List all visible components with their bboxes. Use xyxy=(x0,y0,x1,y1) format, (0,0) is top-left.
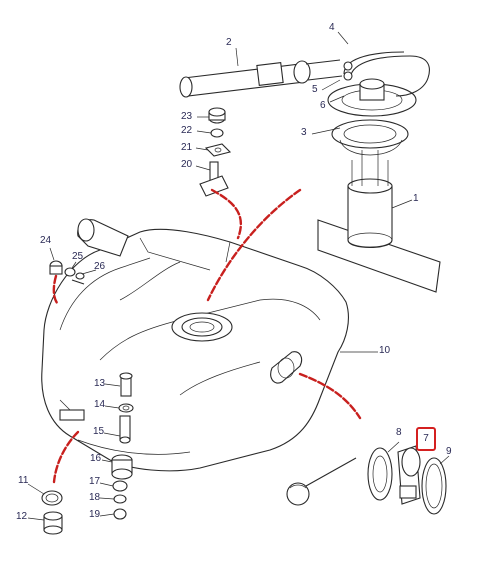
callout-17: 17 xyxy=(89,476,101,487)
callout-13: 13 xyxy=(94,378,106,389)
callout-24: 24 xyxy=(40,235,52,246)
callout-22: 22 xyxy=(181,125,193,136)
callout-10: 10 xyxy=(379,345,391,356)
callout-16: 16 xyxy=(90,453,102,464)
callout-3: 3 xyxy=(301,127,307,138)
callout-12: 12 xyxy=(16,511,28,522)
fuel-level-sender xyxy=(286,445,447,515)
callout-26: 26 xyxy=(94,261,106,272)
mounting-hardware-lower xyxy=(111,372,134,480)
callout-19: 19 xyxy=(89,509,101,520)
fuel-tank xyxy=(41,218,349,472)
callout-20: 20 xyxy=(181,159,193,170)
callout-5: 5 xyxy=(312,84,318,95)
callout-25: 25 xyxy=(72,251,84,262)
callout-7: 7 xyxy=(423,433,429,444)
drain-plug xyxy=(41,490,63,535)
fuel-pump-assembly xyxy=(317,51,441,293)
relation-lines xyxy=(52,188,362,484)
callout-1: 1 xyxy=(413,193,419,204)
drain-hardware xyxy=(112,480,128,520)
mounting-hardware-upper xyxy=(199,107,232,197)
callout-11: 11 xyxy=(18,475,29,486)
callout-18: 18 xyxy=(89,492,101,503)
fuel-hose xyxy=(179,59,343,98)
callout-2: 2 xyxy=(226,37,232,48)
callout-15: 15 xyxy=(93,426,105,437)
callout-9: 9 xyxy=(446,446,452,457)
callout-6: 6 xyxy=(320,100,326,111)
callout-8: 8 xyxy=(396,427,402,438)
callout-14: 14 xyxy=(94,399,106,410)
highlighted-callout-7[interactable]: 7 xyxy=(416,427,436,451)
callout-4: 4 xyxy=(329,22,335,33)
leader-lines xyxy=(27,31,450,521)
callout-21: 21 xyxy=(181,142,193,153)
callout-23: 23 xyxy=(181,111,193,122)
filler-neck-fittings xyxy=(49,260,85,285)
